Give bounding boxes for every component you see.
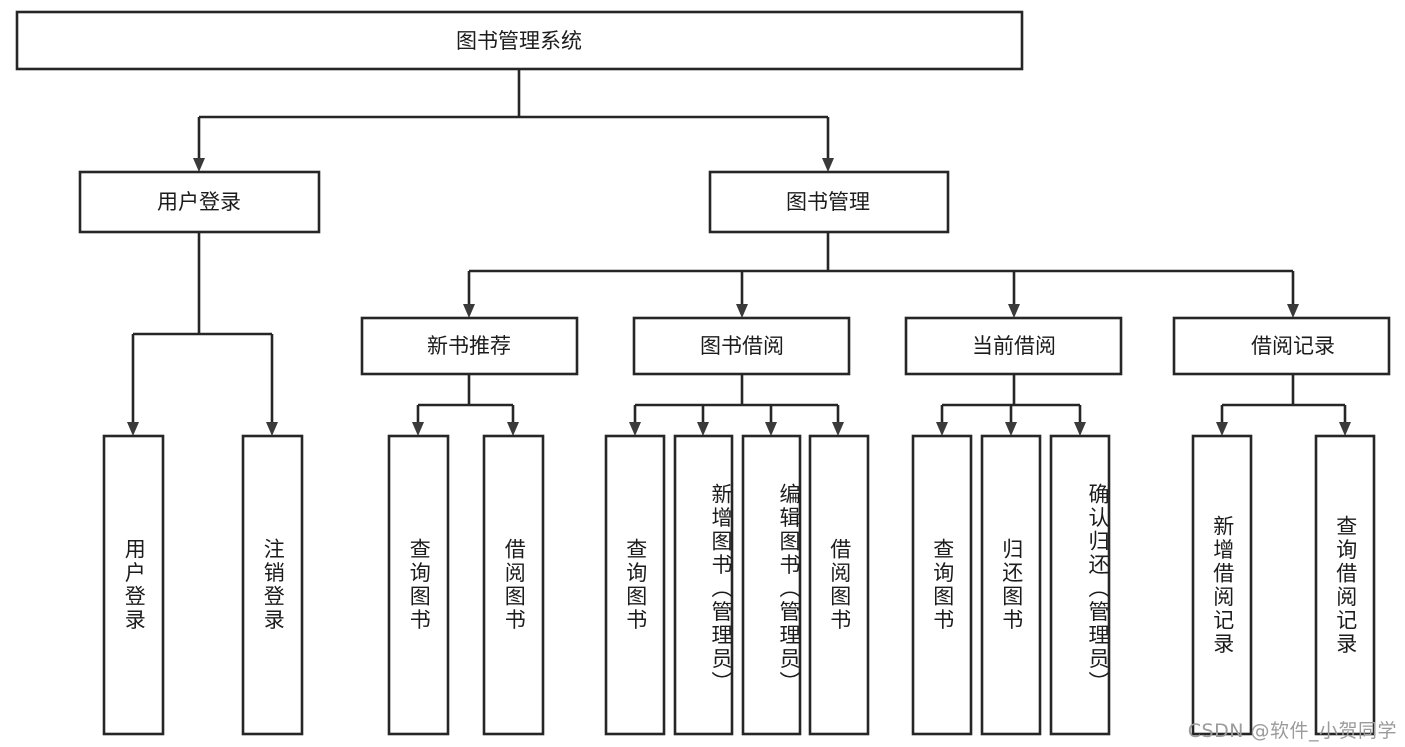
arrow-to-leaf-add-record [1216,422,1228,436]
node-leaf-return-book[interactable] [980,434,1042,736]
node-leaf-user-login[interactable] [102,434,165,736]
arrow-to-leaf-add-book [697,422,709,436]
arrow-to-book-manage [822,158,834,172]
node-book-manage-label: 图书管理 [786,190,870,214]
node-leaf-edit-book[interactable] [741,434,802,736]
node-root[interactable] [15,10,1024,71]
arrow-to-borrow-record [1287,304,1299,318]
arrow-to-current-borrow [1008,304,1020,318]
node-root-label: 图书管理系统 [456,29,582,53]
arrow-to-new-book-rec [463,304,475,318]
arrow-to-leaf-query-record [1339,422,1351,436]
connector-user-login-to-leaves [127,232,278,436]
node-leaf-query-book-2[interactable] [604,434,666,736]
arrow-to-leaf-user-login [127,422,139,436]
connector-new-book-rec-to-leaves [412,374,519,436]
arrow-to-leaf-query-book-3 [936,422,948,436]
node-leaf-query-record[interactable] [1314,434,1376,736]
node-leaf-query-book-1[interactable] [387,434,450,736]
arrow-to-leaf-return-book [1005,422,1017,436]
connector-root-to-level2 [193,69,834,172]
connector-current-borrow-to-leaves [936,374,1086,436]
connector-book-borrow-to-leaves [629,374,844,436]
node-current-borrow[interactable] [904,316,1123,376]
arrow-to-book-borrow [736,304,748,318]
node-user-login[interactable] [78,170,321,234]
node-leaf-add-record[interactable] [1191,434,1253,736]
arrow-to-leaf-borrow-book-1 [507,422,519,436]
arrow-to-user-login [193,158,205,172]
node-book-borrow-label: 图书借阅 [700,334,784,358]
node-current-borrow-label: 当前借阅 [972,334,1056,358]
arrow-to-leaf-confirm-return [1074,422,1086,436]
connector-borrow-record-to-leaves [1216,374,1351,436]
node-borrow-record[interactable] [1172,316,1391,376]
node-leaf-query-book-3[interactable] [911,434,973,736]
node-leaf-borrow-book-1[interactable] [482,434,545,736]
node-leaf-borrow-book-2[interactable] [808,434,870,736]
node-user-login-label: 用户登录 [157,190,241,214]
arrow-to-leaf-edit-book [765,422,777,436]
node-borrow-record-label: 借阅记录 [1251,334,1335,358]
arrow-to-leaf-query-book-1 [412,422,424,436]
node-new-book-rec[interactable] [360,316,579,376]
csdn-watermark: CSDN @软件_小贺同学 [1187,720,1397,742]
node-leaf-confirm-return[interactable] [1049,434,1111,736]
node-book-manage[interactable] [708,170,950,234]
node-new-book-rec-label: 新书推荐 [427,334,511,358]
arrow-to-leaf-query-book-2 [629,422,641,436]
arrow-to-leaf-user-logout [266,422,278,436]
node-book-borrow[interactable] [632,316,851,376]
node-leaf-add-book[interactable] [673,434,734,736]
arrow-to-leaf-borrow-book-2 [832,422,844,436]
node-leaf-user-logout[interactable] [241,434,304,736]
connector-book-manage-to-level3 [463,232,1299,318]
